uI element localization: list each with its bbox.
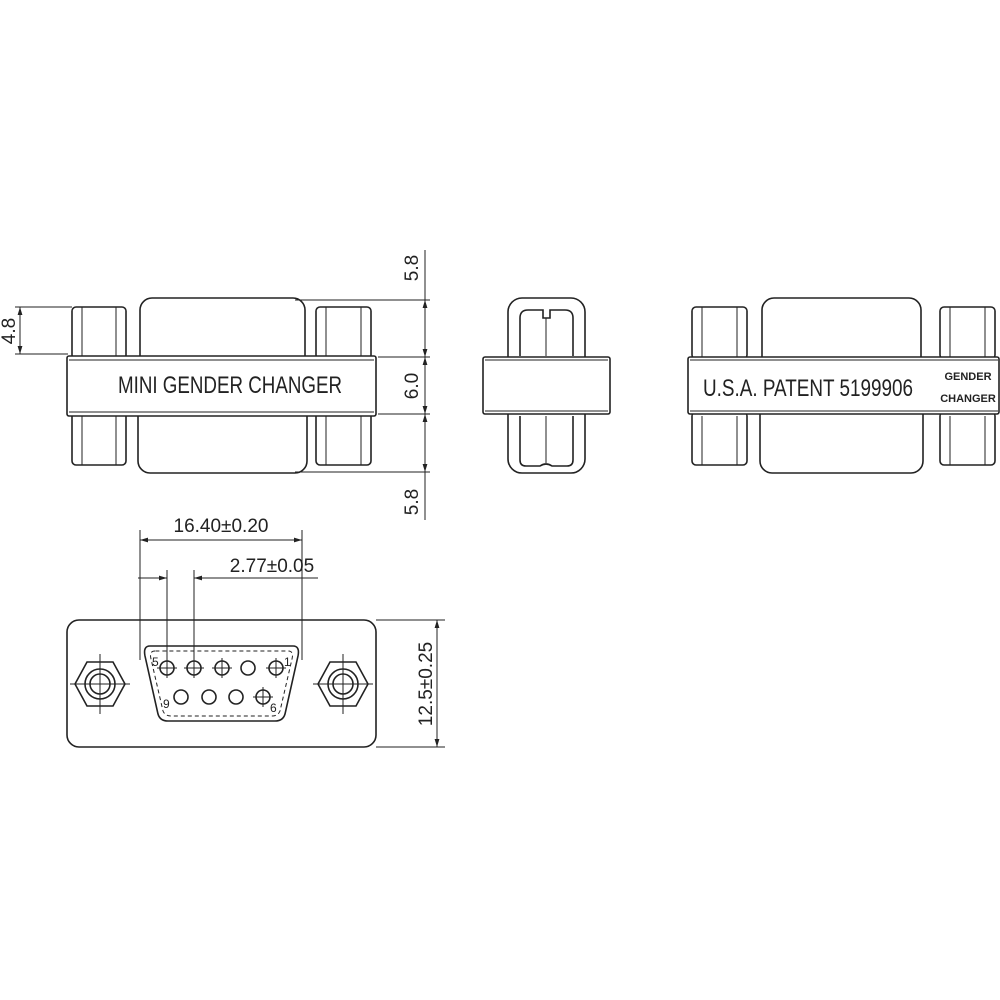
pin-label-5: 5 [152,655,159,669]
hex-nut-left [70,654,130,714]
pin-row-top [157,658,286,678]
small-label-gender: GENDER [944,371,991,383]
pin-label-1: 1 [284,655,291,669]
back-view: U.S.A. PATENT 5199906 GENDER CHANGER [687,297,1000,474]
dim-plate-height: 12.5±0.25 [416,642,437,726]
connector-face-view: 5 1 9 6 [66,619,377,748]
patent-text: U.S.A. PATENT 5199906 [703,375,913,402]
pin-label-9: 9 [163,697,170,711]
dim-top-height: 5.8 [402,255,423,281]
nut-right-bottom [315,411,372,466]
height-dimensions: 5.8 6.0 5.8 4.8 [0,250,430,520]
dim-nut-height: 4.8 [0,318,20,344]
band-label-text: MINI GENDER CHANGER [118,372,342,399]
small-label-changer: CHANGER [940,393,996,405]
pin-label-6: 6 [270,701,277,715]
label-band [66,355,377,417]
face-dimensions: 16.40±0.20 2.77±0.05 12.5±0.25 [138,516,445,748]
front-view: MINI GENDER CHANGER [66,297,377,474]
dim-pin-pitch: 2.77±0.05 [230,556,314,577]
dim-shell-width: 16.40±0.20 [174,516,269,537]
nut-right-top [315,306,372,360]
pins: 5 1 9 6 [152,655,291,715]
pin-row-bottom [173,687,273,707]
side-view [482,297,611,474]
dim-bottom-height: 5.8 [402,489,423,515]
nut-left-top [71,306,127,360]
nut-left-bottom [71,411,127,466]
dim-band-height: 6.0 [402,373,423,399]
hex-nut-right [313,654,373,714]
